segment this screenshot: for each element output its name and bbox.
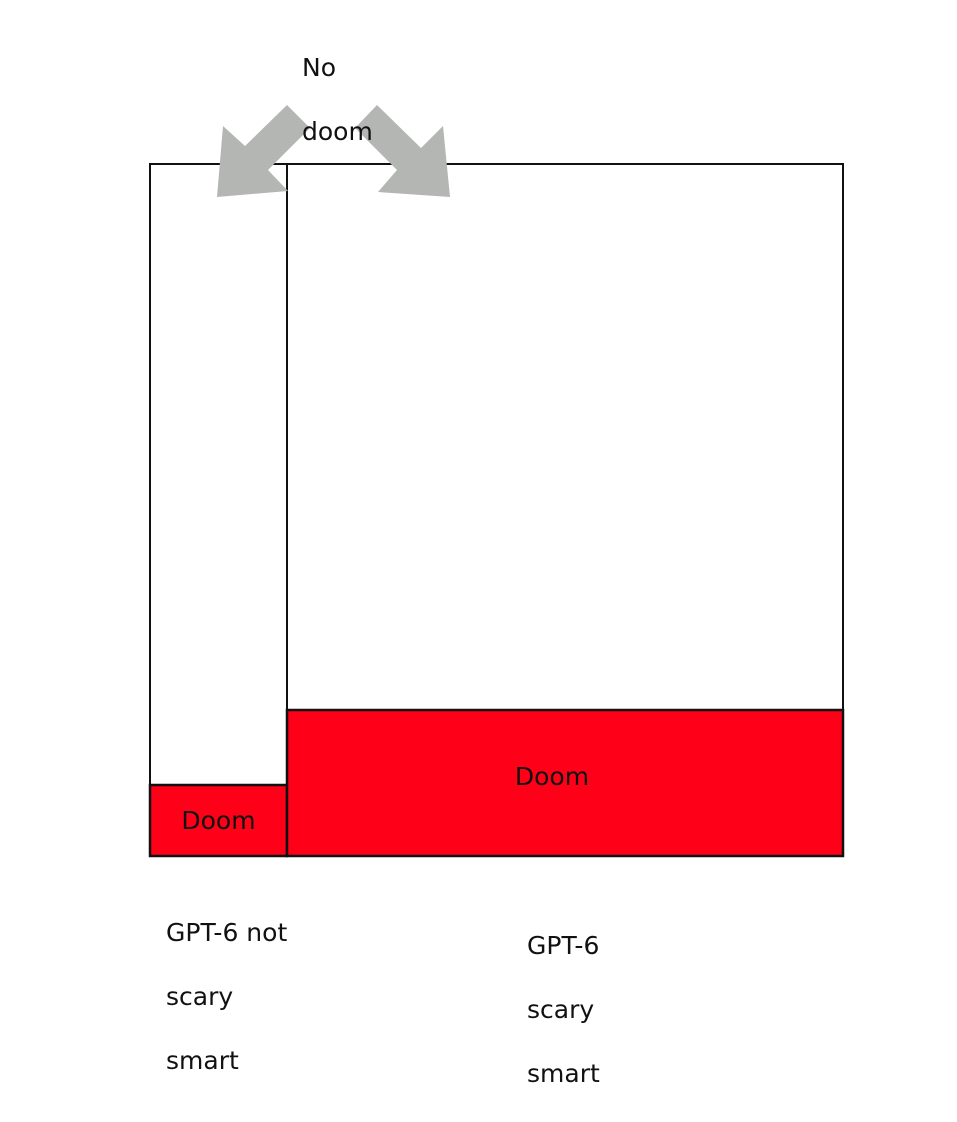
left-doom-region <box>148 783 289 858</box>
arrow-down-right-icon <box>355 105 450 197</box>
arrow-down-left-icon <box>217 105 310 197</box>
left-label-line: GPT-6 not <box>166 918 288 947</box>
right-label-line: smart <box>527 1059 600 1088</box>
left-column-box <box>149 163 288 857</box>
no-doom-label: No doom <box>302 20 373 180</box>
no-doom-line-1: No <box>302 53 336 82</box>
right-column-label: GPT-6 scary smart <box>527 898 600 1122</box>
left-label-line: smart <box>166 1046 239 1075</box>
left-label-line: scary <box>166 982 234 1011</box>
doom-diagram <box>148 105 845 858</box>
right-label-line: scary <box>527 995 595 1024</box>
right-doom-label: Doom <box>514 762 590 791</box>
no-doom-line-2: doom <box>302 117 373 146</box>
left-doom-label: Doom <box>181 806 256 835</box>
left-column-label: GPT-6 not scary smart <box>166 885 287 1109</box>
right-label-line: GPT-6 <box>527 931 600 960</box>
right-doom-region <box>285 708 845 858</box>
